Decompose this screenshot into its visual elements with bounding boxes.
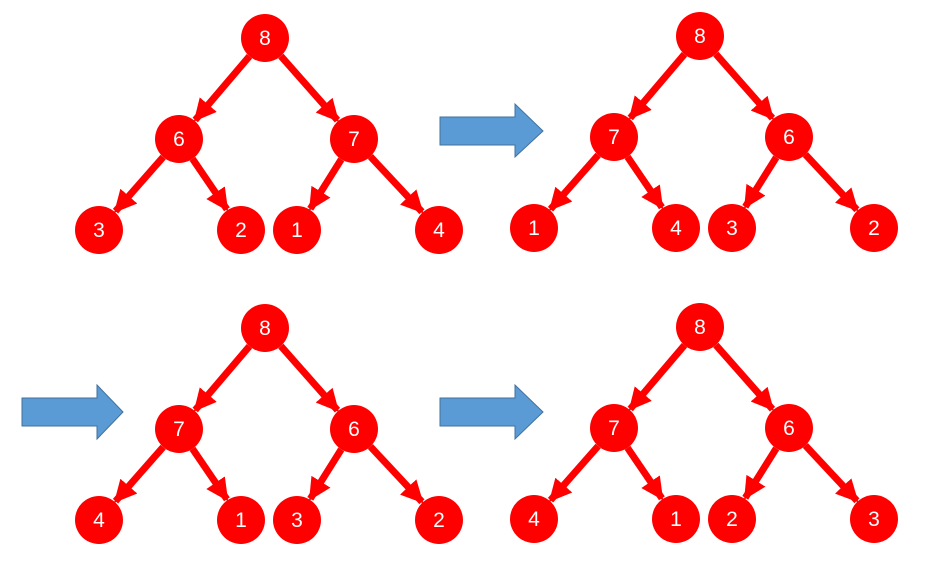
node-circle [415,206,463,254]
tree-4: 8 7 6 4 1 2 3 [510,303,898,543]
node-circle [590,113,638,161]
edge-arrow [627,52,688,121]
step-arrow-icon [439,102,544,159]
node-label: 1 [235,509,247,532]
node-label: 8 [259,317,271,340]
tree-1: 8 6 7 3 2 1 4 [75,14,463,254]
node-circle [75,206,123,254]
edge-arrow [624,154,665,210]
node-label: 2 [433,509,445,532]
node-label: 6 [783,126,795,149]
node-circle [155,115,203,163]
node-label: 6 [348,418,360,441]
node-label: 1 [528,217,540,240]
node-circle [652,204,700,252]
node-circle [330,405,378,453]
node-label: 7 [608,417,620,440]
node-circle [590,404,638,452]
edge-arrow [802,152,860,213]
node-circle [217,496,265,544]
edge-arrow [278,53,341,123]
tree-2: 8 7 6 1 4 3 2 [510,12,898,252]
node-label: 8 [259,27,271,50]
node-label: 4 [93,509,105,532]
node-circle [415,496,463,544]
node-label: 6 [173,128,185,151]
node-label: 1 [291,219,303,242]
node-circle [273,496,321,544]
node-circle [241,304,289,352]
node-circle [652,495,700,543]
node-circle [850,204,898,252]
step-arrow-icon [21,383,124,441]
edge-arrow [189,446,230,502]
node-label: 7 [348,128,360,151]
node-label: 7 [608,126,620,149]
node-circle [510,495,558,543]
node-label: 3 [291,509,303,532]
node-label: 3 [868,508,880,531]
node-label: 8 [694,25,706,48]
edge-arrow [307,447,345,501]
node-circle [155,405,203,453]
node-label: 6 [783,417,795,440]
node-label: 2 [235,219,247,242]
edge-arrow [307,157,345,211]
node-circle [75,496,123,544]
edge-arrow [802,443,860,504]
node-circle [850,495,898,543]
edge-arrow [713,342,776,412]
node-circle [676,303,724,351]
trees-layer: 8 6 7 3 2 1 4 8 7 6 1 4 3 2 8 7 6 4 1 3 2 8 7 6 4 1 2 3 [75,12,898,544]
node-circle [765,113,813,161]
edge-arrow [742,155,780,209]
tree-3: 8 7 6 4 1 3 2 [75,304,463,544]
node-circle [241,14,289,62]
edge-arrow [627,343,688,412]
node-label: 3 [93,219,105,242]
edge-arrow [192,344,253,413]
edge-arrow [547,152,601,212]
node-circle [765,404,813,452]
node-label: 4 [433,219,445,242]
edge-arrow [367,444,425,505]
edge-arrow [192,54,253,123]
node-circle [708,495,756,543]
node-label: 7 [173,418,185,441]
node-label: 4 [528,508,540,531]
edge-arrow [367,154,425,215]
edge-arrow [189,156,230,212]
edge-arrow [547,443,601,503]
node-circle [510,204,558,252]
edge-arrow [624,445,665,501]
edge-arrow [742,446,780,500]
node-circle [708,204,756,252]
node-label: 4 [670,217,682,240]
edge-arrow [112,444,166,504]
node-circle [676,12,724,60]
node-circle [330,115,378,163]
node-circle [273,206,321,254]
node-label: 3 [726,217,738,240]
node-label: 1 [670,508,682,531]
step-arrow-icon [439,383,544,441]
node-circle [217,206,265,254]
node-label: 2 [868,217,880,240]
edge-arrow [112,154,166,214]
node-label: 8 [694,316,706,339]
edge-arrow [713,51,776,121]
edge-arrow [278,343,341,413]
node-label: 2 [726,508,738,531]
